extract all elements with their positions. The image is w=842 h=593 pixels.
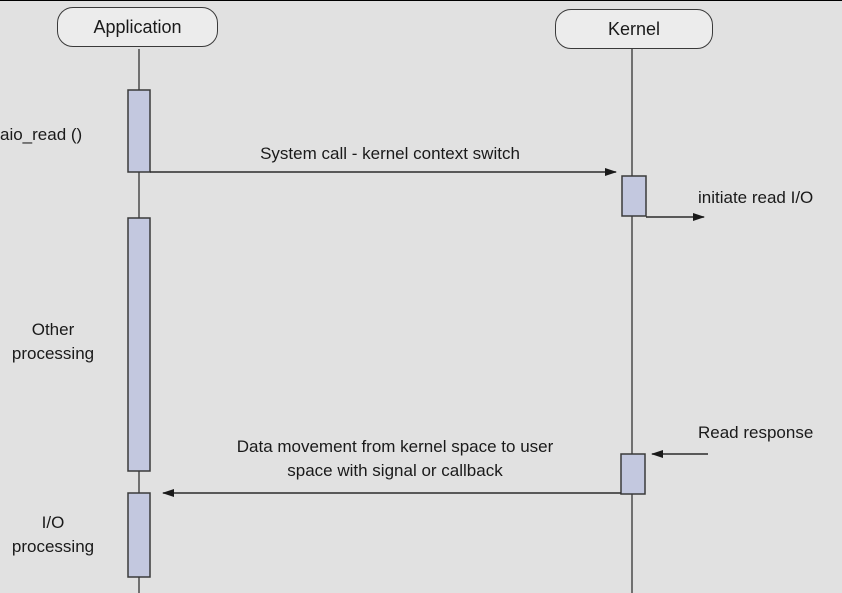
data-movement-line-2: space with signal or callback: [287, 461, 503, 480]
io-processing-line-1: I/O: [41, 513, 65, 532]
aio-read-label: aio_read (): [0, 125, 83, 144]
application-actor-label: Application: [93, 16, 182, 37]
application-actor: Application: [57, 7, 218, 47]
data-movement-label: Data movement from kernel space to user …: [180, 435, 610, 483]
io-processing-line-2: processing: [11, 537, 95, 556]
activation-kernel-response: [620, 453, 646, 495]
activation-aio-read: [127, 89, 151, 173]
other-processing-line-1: Other: [31, 320, 75, 339]
read-response-label: Read response: [698, 423, 814, 442]
activation-other-processing: [127, 217, 151, 472]
other-processing-line-2: processing: [11, 344, 95, 363]
initiate-read-label: initiate read I/O: [698, 188, 814, 207]
activation-io-processing: [127, 492, 151, 578]
kernel-actor-label: Kernel: [607, 18, 661, 39]
activation-kernel-initiate: [621, 175, 647, 217]
data-movement-line-1: Data movement from kernel space to user: [236, 437, 554, 456]
other-processing-label: Other processing: [2, 318, 104, 366]
io-processing-label: I/O processing: [2, 511, 104, 559]
system-call-label: System call - kernel context switch: [260, 144, 520, 163]
kernel-actor: Kernel: [555, 9, 713, 49]
